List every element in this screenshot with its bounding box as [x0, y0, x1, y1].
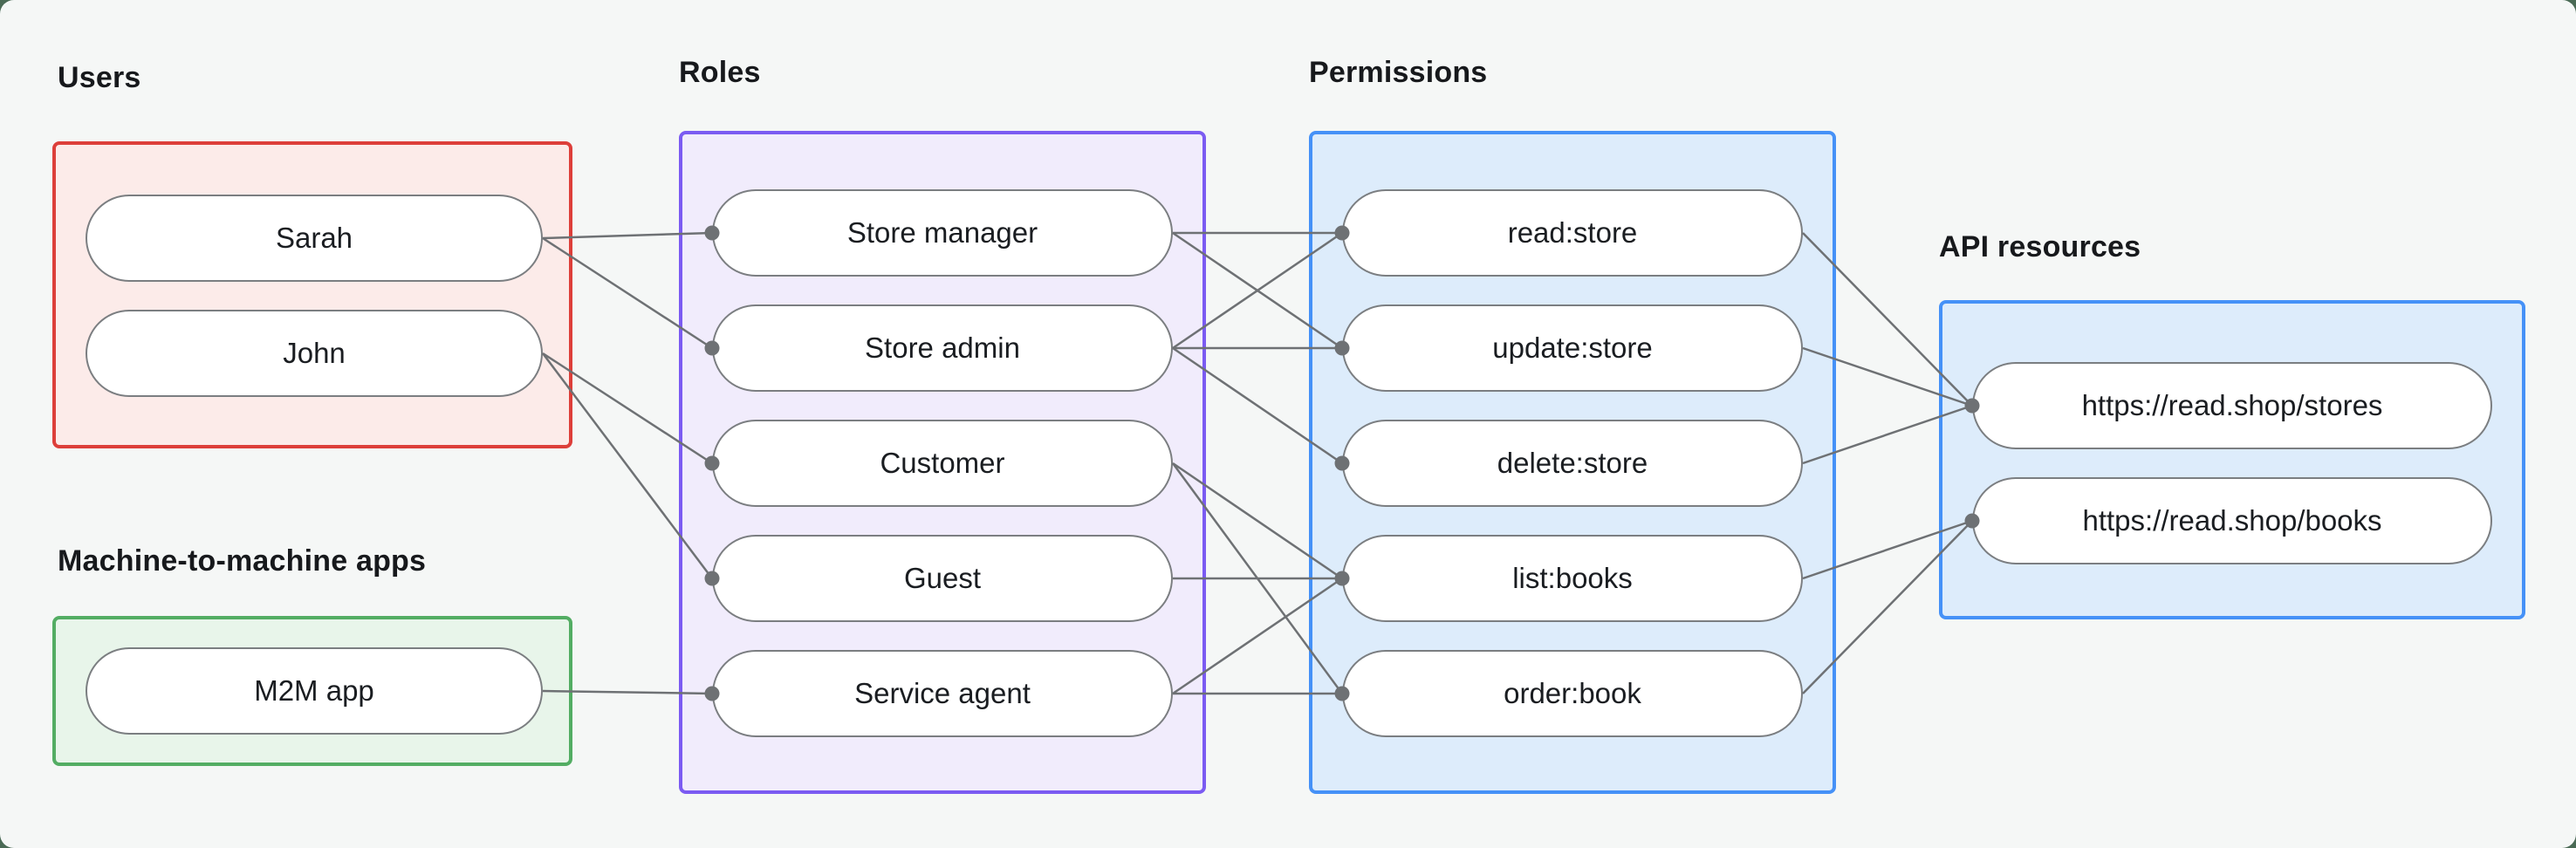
node-guest: Guest — [712, 535, 1173, 622]
node-john: John — [86, 310, 543, 397]
group-label-users: Users — [58, 61, 141, 94]
group-label-permissions: Permissions — [1309, 56, 1488, 89]
node-delete-store: delete:store — [1342, 420, 1803, 507]
group-box-api — [1939, 300, 2525, 619]
node-customer: Customer — [712, 420, 1173, 507]
node-update-store: update:store — [1342, 304, 1803, 392]
node-store-manager: Store manager — [712, 189, 1173, 277]
node-store-admin: Store admin — [712, 304, 1173, 392]
node-stores-api: https://read.shop/stores — [1972, 362, 2492, 449]
node-order-book: order:book — [1342, 650, 1803, 737]
group-label-api: API resources — [1939, 230, 2141, 263]
node-sarah: Sarah — [86, 195, 543, 282]
node-books-api: https://read.shop/books — [1972, 477, 2492, 564]
node-read-store: read:store — [1342, 189, 1803, 277]
group-label-m2m: Machine-to-machine apps — [58, 544, 427, 578]
group-box-users — [52, 141, 572, 448]
group-label-roles: Roles — [679, 56, 761, 89]
node-m2m-app: M2M app — [86, 647, 543, 735]
node-list-books: list:books — [1342, 535, 1803, 622]
node-service-agent: Service agent — [712, 650, 1173, 737]
